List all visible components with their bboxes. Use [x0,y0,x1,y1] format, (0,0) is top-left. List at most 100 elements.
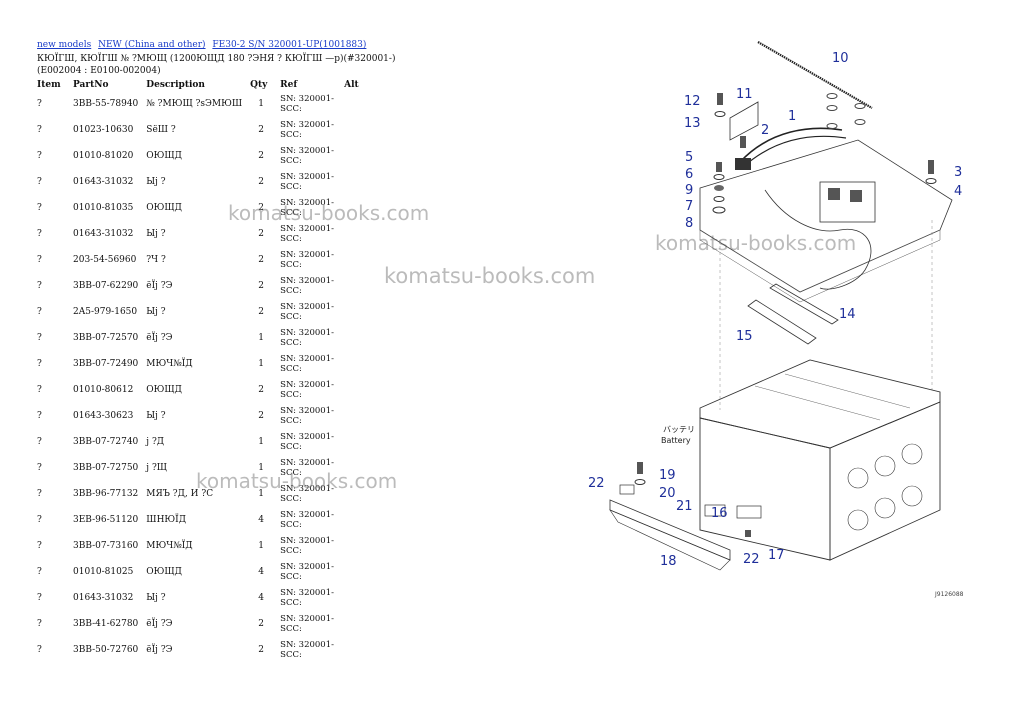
callout-12: 12 [684,94,701,109]
cell-partno: 01010-81035 [73,203,134,213]
battery-side [829,401,941,561]
cell-qty: 2 [258,307,265,317]
tray-plate-edge [699,229,941,303]
cell-description: ј ?Щ [146,463,168,473]
cell-qty: 1 [258,333,265,343]
callout-13: 13 [684,116,701,131]
cell-description: МЯЪ ?Д, И ?С [146,489,214,499]
bolt [928,160,934,174]
battery-divider [754,385,881,421]
cell-alt [340,195,363,221]
cell-ref: SN: 320001-SCC: [280,484,334,504]
watermark: komatsu-books.com [384,264,596,288]
cell-ref: SN: 320001-SCC: [280,198,334,218]
cell-partno: 01643-31032 [73,177,134,187]
breadcrumb: new models NEW (China and other) FE30-2 … [37,40,370,50]
breadcrumb-link-model[interactable]: FE30-2 S/N 320001-UP(1001883) [212,40,367,50]
cell-alt [340,91,363,117]
battery-label-jp: バッテリ [663,425,695,434]
page-subtitle: КЮЇГШ, КЮЇГШ № ?МЮЩ (1200ЮЩД 180 ?ЭНЯ ? … [37,54,396,76]
battery-cell-terminal [901,485,923,507]
cell-description: Ыј ? [146,411,166,421]
cell-qty: 1 [258,541,265,551]
cell-ref: SN: 320001-SCC: [280,406,334,426]
cell-partno: 203-54-56960 [73,255,137,265]
spacer-bar [747,299,817,345]
cell-item: ? [37,99,42,109]
relay-terminal [828,188,840,200]
bolt [740,136,746,148]
cell-alt [340,351,363,377]
cell-description: Ыј ? [146,229,166,239]
callout-6: 6 [685,167,693,182]
cell-description: ёЇј ?Э [146,619,173,629]
callout-15: 15 [736,329,753,344]
cell-description: № ?МЮЩ ?sЭМЮШ [146,99,243,109]
cell-description: ОЮЩД [146,203,183,213]
cell-item: ? [37,489,42,499]
relay-terminal [850,190,862,202]
cell-alt [340,533,363,559]
callout-19: 19 [659,468,676,483]
cell-ref: SN: 320001-SCC: [280,380,334,400]
cell-qty: 2 [258,645,265,655]
cell-qty: 4 [258,593,265,603]
cell-qty: 2 [258,203,265,213]
cell-alt [340,559,363,585]
cell-item: ? [37,125,42,135]
cell-alt [340,325,363,351]
callout-9: 9 [685,183,693,198]
cell-item: ? [37,333,42,343]
cell-item: ? [37,463,42,473]
cell-alt [340,481,363,507]
cable-strip [757,41,873,109]
breadcrumb-link-region[interactable]: NEW (China and other) [98,40,206,50]
cell-qty: 2 [258,281,265,291]
parts-exploded-diagram: バッテリ Battery 10 11 12 13 1 2 5 3 6 4 9 7… [588,41,964,598]
cell-alt [340,247,363,273]
cell-qty: 4 [258,515,265,525]
cell-ref: SN: 320001-SCC: [280,302,334,322]
breadcrumb-link-new-models[interactable]: new models [37,40,92,50]
cell-ref: SN: 320001-SCC: [280,640,334,660]
cell-qty: 1 [258,463,265,473]
bolt [745,530,751,537]
battery-divider [784,373,911,409]
callout-7: 7 [685,199,693,214]
battery-top [699,359,941,449]
cell-description: Ыј ? [146,307,166,317]
cell-description: ёЇј ?Э [146,645,173,655]
washer [634,479,646,485]
washer [714,111,726,117]
cell-description: ?Ч ? [146,255,166,265]
cell-ref: SN: 320001-SCC: [280,224,334,244]
cell-partno: 01643-31032 [73,229,134,239]
cell-partno: 01023-10630 [73,125,134,135]
cell-qty: 1 [258,437,265,447]
washer [826,93,838,99]
washer [826,123,838,129]
cell-partno: 3BB-07-72570 [73,333,139,343]
cell-alt [340,429,363,455]
cell-item: ? [37,593,42,603]
cell-description: МЮЧ№ЇД [146,541,193,551]
cell-ref: SN: 320001-SCC: [280,172,334,192]
plate [736,505,762,519]
washer [712,206,726,214]
cell-partno: 3BB-07-72490 [73,359,139,369]
clamp-plate [619,484,635,495]
callout-14: 14 [839,307,856,322]
cell-item: ? [37,645,42,655]
cell-ref: SN: 320001-SCC: [280,94,334,114]
cell-partno: 01643-31032 [73,593,134,603]
callout-16: 16 [711,506,728,521]
callout-11: 11 [736,87,753,102]
cell-ref: SN: 320001-SCC: [280,276,334,296]
